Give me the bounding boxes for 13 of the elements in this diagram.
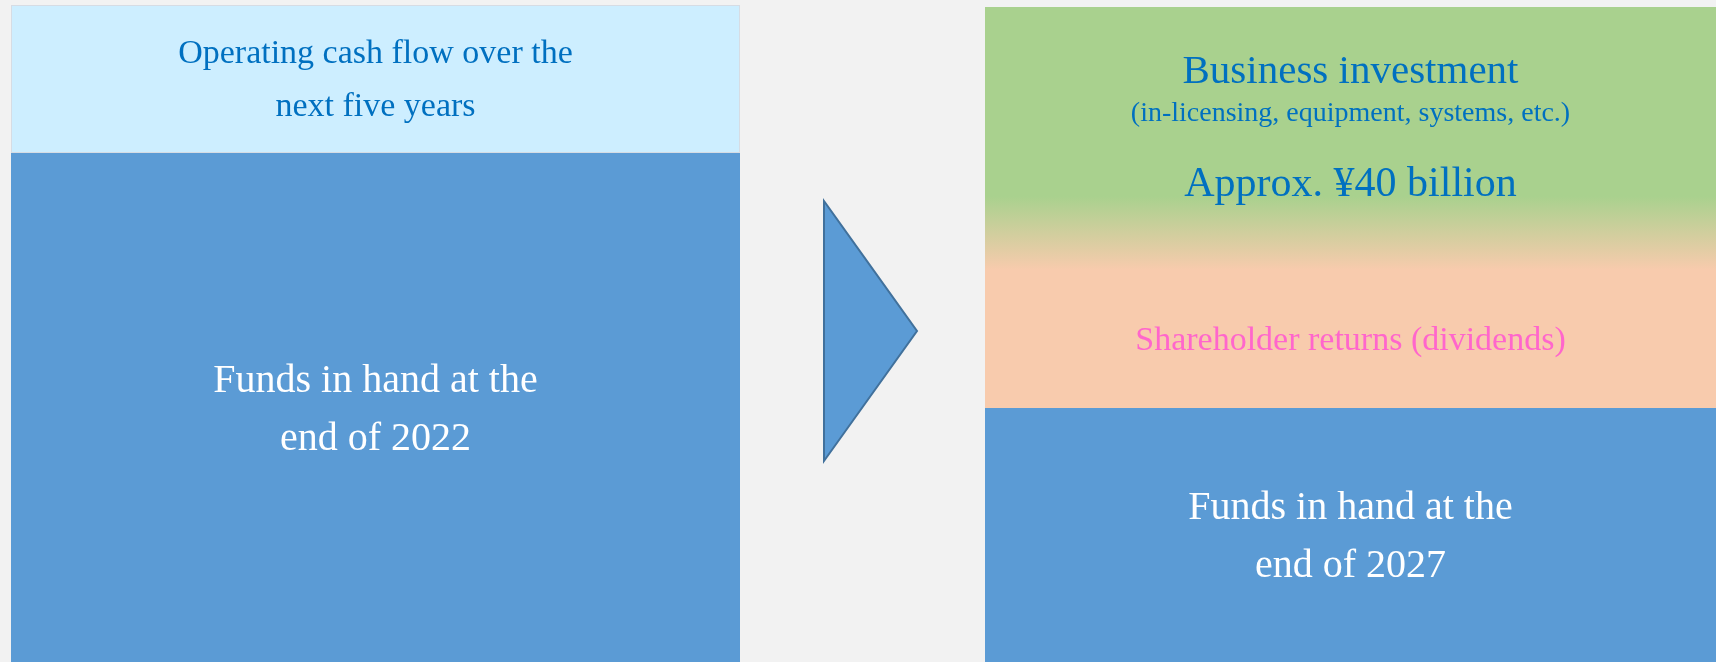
block-box xyxy=(11,153,740,662)
block-box xyxy=(985,408,1716,662)
box-heading: Operating cash flow over the next five years xyxy=(177,32,574,125)
block-box xyxy=(11,5,740,153)
chevron-arrow xyxy=(823,197,919,465)
box-subtitle: (in-licensing, equipment, systems, etc.) xyxy=(1130,95,1571,130)
block-box xyxy=(985,7,1716,270)
box-heading: Business investment xyxy=(1182,45,1519,94)
box-label: Shareholder returns (dividends) xyxy=(1135,318,1566,359)
amount-label: Approx. ¥40 billion xyxy=(1184,157,1517,207)
box-label: Funds in hand at the end of 2022 xyxy=(212,354,539,461)
block-box xyxy=(985,270,1716,408)
box-label: Funds in hand at the end of 2027 xyxy=(1187,482,1514,588)
